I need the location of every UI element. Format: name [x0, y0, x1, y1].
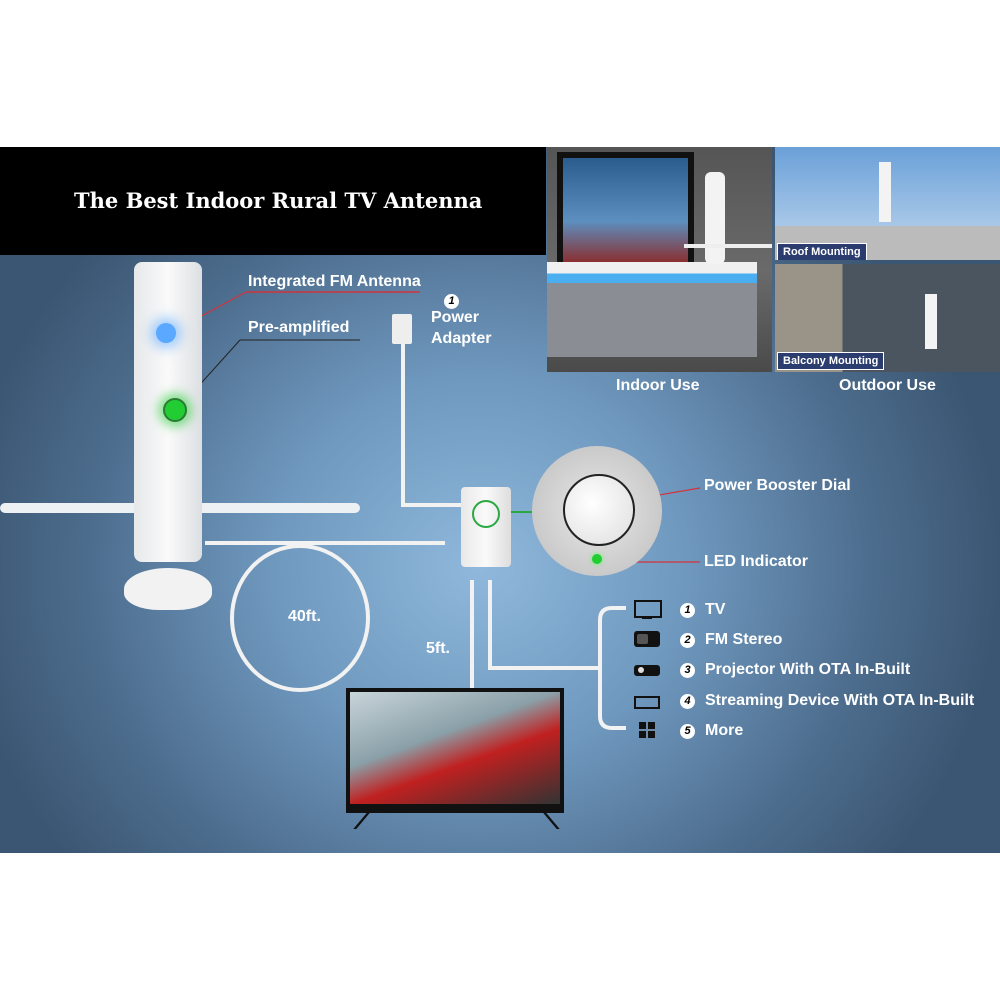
tv-icon [634, 600, 662, 620]
fm-antenna-label: Integrated FM Antenna [248, 273, 421, 290]
device-item-streaming: 4 Streaming Device With OTA In-Built [620, 689, 990, 713]
cable-5ft-label: 5ft. [426, 640, 450, 657]
device-label: FM Stereo [705, 631, 783, 648]
power-adapter-line1: Power [431, 309, 480, 326]
radio-icon [634, 630, 662, 650]
number-badge: 1 [680, 602, 695, 618]
amplifier-dial[interactable] [472, 500, 500, 528]
antenna-arm [684, 244, 772, 248]
tv-stand [547, 262, 757, 357]
balcony-photo: Balcony Mounting [775, 264, 1000, 372]
number-badge: 3 [680, 662, 695, 678]
tv [346, 688, 564, 813]
power-cable [401, 340, 462, 507]
grid-icon [634, 721, 662, 741]
cable-40ft-label: 40ft. [288, 608, 321, 625]
indoor-photo [547, 147, 772, 372]
tv-screen [350, 692, 560, 804]
number-badge: 5 [680, 723, 695, 739]
number-badge: 1 [444, 294, 459, 309]
balcony-caption-text: Balcony Mounting [777, 352, 885, 370]
device-label: TV [705, 601, 726, 618]
fm-led-icon [156, 323, 176, 343]
device-item-more: 5 More [620, 719, 990, 743]
dial-label: Power Booster Dial [704, 477, 851, 494]
number-badge: 2 [680, 632, 695, 648]
led-indicator-icon [592, 554, 602, 564]
antenna-roof [879, 162, 891, 222]
roof-photo: Roof Mounting [775, 147, 1000, 260]
preamp-label: Pre-amplified [248, 319, 350, 336]
streaming-box-icon [634, 691, 662, 711]
projector-icon [634, 660, 662, 680]
device-item-fm-stereo: 2 FM Stereo [620, 628, 990, 652]
device-label: Streaming Device With OTA In-Built [705, 692, 975, 709]
antenna-balcony [925, 294, 937, 349]
device-item-projector: 3 Projector With OTA In-Built [620, 658, 990, 682]
power-adapter-line2: Adapter [431, 330, 492, 347]
device-item-tv: 1 TV [620, 598, 990, 622]
amplifier-box [461, 487, 511, 567]
device-cable [488, 580, 600, 670]
antenna-base [124, 568, 212, 610]
device-label: More [705, 722, 744, 739]
outdoor-use-label: Outdoor Use [839, 377, 936, 394]
title-bar [0, 147, 546, 255]
antenna-in-photo [705, 172, 725, 264]
balcony-caption: Balcony Mounting [777, 351, 885, 370]
dial-knob[interactable] [563, 474, 635, 546]
roof-caption-text: Roof Mounting [777, 243, 867, 260]
device-label: Projector With OTA In-Built [705, 661, 911, 678]
page-title: The Best Indoor Rural TV Antenna [74, 188, 483, 213]
indoor-use-label: Indoor Use [616, 377, 700, 394]
number-badge: 4 [680, 693, 695, 709]
device-bracket [598, 606, 626, 730]
led-label: LED Indicator [704, 553, 809, 570]
power-adapter-number: 1 [444, 291, 459, 309]
tv-in-photo [557, 152, 694, 269]
cable-coil [230, 544, 370, 692]
preamp-led-icon [163, 398, 187, 422]
power-booster-dial[interactable] [532, 446, 662, 576]
roof-caption: Roof Mounting [777, 242, 867, 260]
power-adapter-icon [392, 314, 412, 344]
